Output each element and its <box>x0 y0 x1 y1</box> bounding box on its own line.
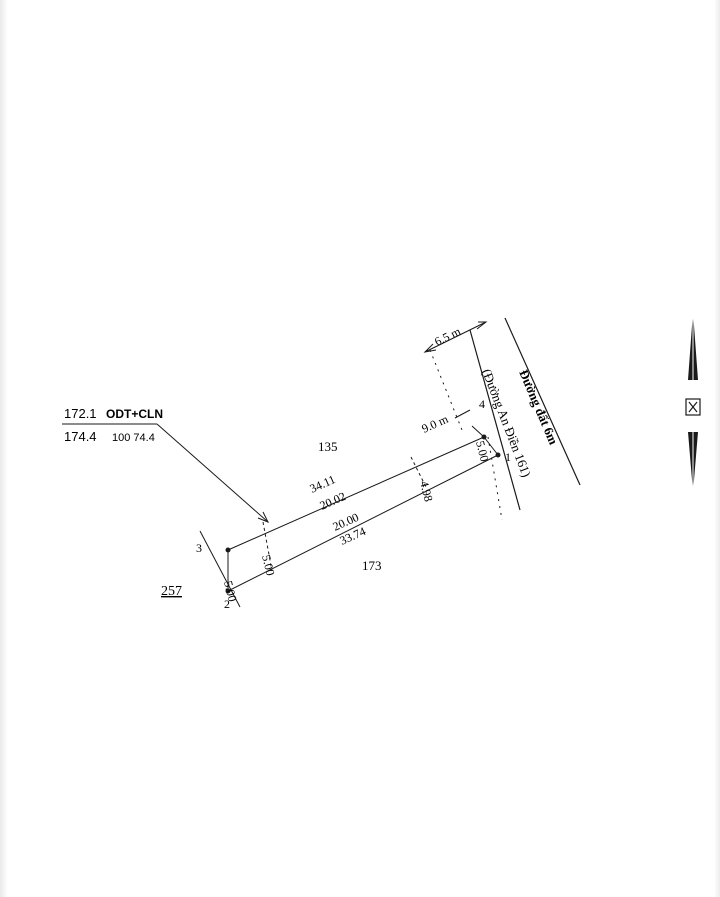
vertex-3-point <box>225 547 231 553</box>
road-width-dimension <box>424 321 487 353</box>
north-arrow-icon <box>685 312 701 492</box>
road-label-dirt: Đường đất 6m <box>516 367 561 447</box>
vertex-2-point <box>225 588 231 594</box>
label-leader-line <box>156 423 269 523</box>
vertex-1-point <box>495 452 501 458</box>
parcel-sheet-number: 172.1 <box>64 406 97 421</box>
dimension-west-outer: 5.00 <box>221 579 240 603</box>
parcel-south-boundary <box>227 454 499 592</box>
dimension-north-inner: 20.02 <box>318 489 348 513</box>
dimension-east-mid: 4.98 <box>417 479 436 503</box>
road-width-arrow-right <box>476 321 488 330</box>
north-extension-line <box>471 425 485 438</box>
neighbor-north-parcel: 135 <box>318 439 338 454</box>
page-shadow-left <box>0 0 8 897</box>
dimension-east-front: 5.00 <box>473 439 492 463</box>
neighbor-west-parcel: 257 <box>161 584 182 599</box>
west-extension-line <box>199 530 241 608</box>
parcel-area-breakdown: 100 74.4 <box>112 432 155 444</box>
setback-label: 9.0 m <box>420 412 451 436</box>
north-arrow-glyph <box>685 398 701 416</box>
parcel-land-use: ODT+CLN <box>106 407 163 421</box>
vertex-4-label: 4 <box>479 397 485 411</box>
vertex-1-label: 1 <box>505 450 511 464</box>
dirt-road-edge-outer <box>504 317 581 486</box>
leader-arrow <box>257 511 270 523</box>
road-width-arrow-left <box>423 343 437 353</box>
dimension-west-inner: 5.00 <box>259 553 278 577</box>
vertex-3-label: 3 <box>196 541 202 555</box>
setback-line-right <box>487 436 503 521</box>
parcel-area: 174.4 <box>64 429 97 444</box>
vertex-2-label: 2 <box>224 597 230 611</box>
setback-dimension <box>454 409 471 419</box>
parcel-north-boundary <box>227 436 485 551</box>
parcel-east-boundary <box>483 436 499 456</box>
vertex-4-point <box>481 434 487 440</box>
dirt-road-edge-inner <box>469 329 521 511</box>
neighbor-south-parcel: 173 <box>362 558 382 573</box>
page-shadow-right <box>714 0 720 897</box>
inner-division-west <box>262 521 273 572</box>
road-width-label: 6.5 m <box>432 324 463 349</box>
